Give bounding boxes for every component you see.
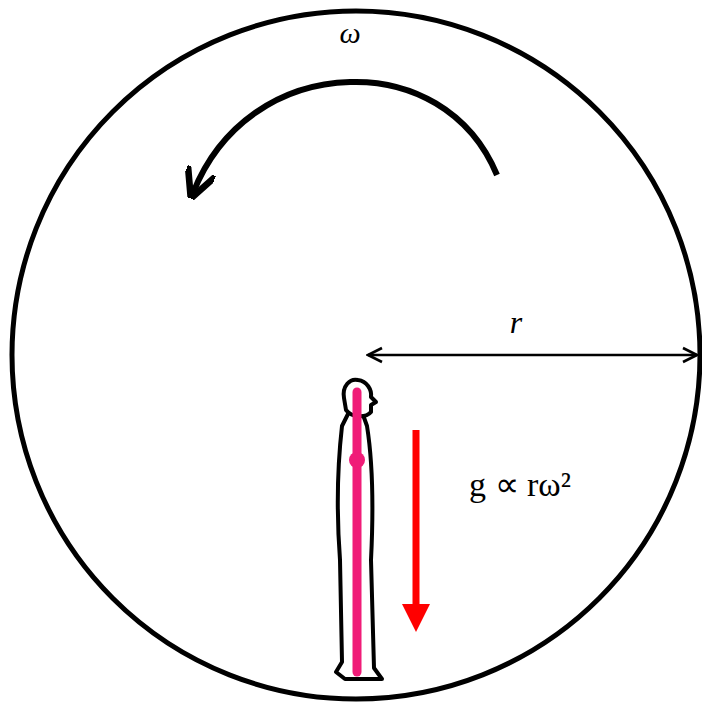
person-figure: [336, 380, 382, 679]
habitat-rim: [12, 11, 700, 699]
radius-dimension: [368, 354, 697, 357]
gravity-label: g ∝ rω²: [469, 468, 571, 502]
radius-label: r: [510, 306, 522, 338]
angular-velocity-label: ω: [339, 18, 360, 48]
gravity-arrow: [413, 430, 420, 618]
rotation-arrow: [193, 82, 497, 193]
